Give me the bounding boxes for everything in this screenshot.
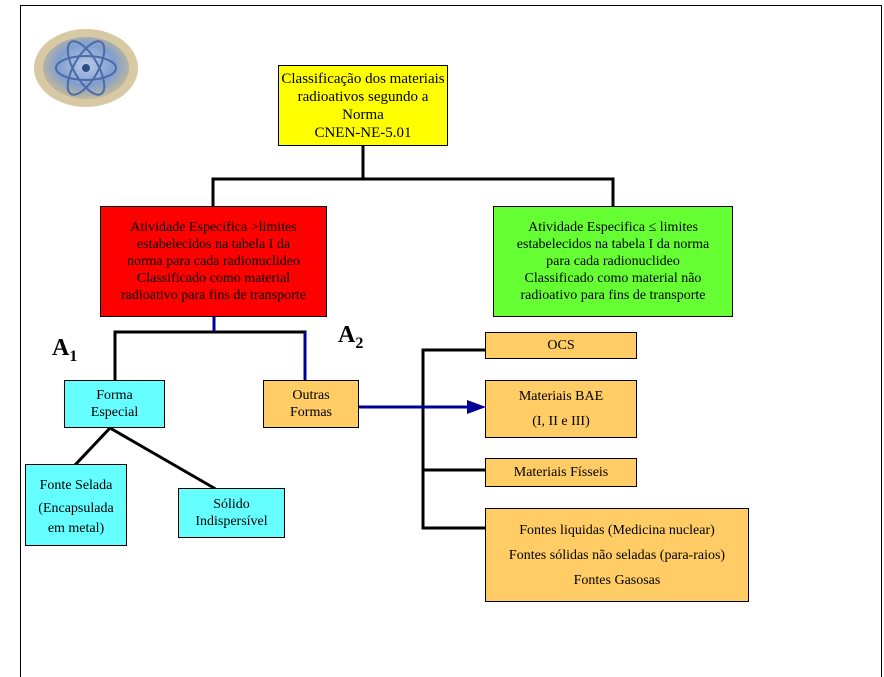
materiais-fisseis-box: Materiais Físseis xyxy=(485,458,637,487)
a2-subscript: 2 xyxy=(355,335,364,352)
slide-frame xyxy=(20,5,882,677)
above-limits-box: Atividade Especifica >limites estabeleci… xyxy=(100,206,327,317)
fontes-box: Fontes liquidas (Medicina nuclear) Fonte… xyxy=(485,508,749,602)
outras-formas-line: Outras xyxy=(292,388,330,403)
root-line: CNEN-NE-5.01 xyxy=(314,124,412,141)
cnen-seal-icon xyxy=(34,29,138,107)
fonte-selada-line: em metal) xyxy=(47,520,105,536)
outras-formas-line: Formas xyxy=(290,405,332,420)
root-line: Classificação dos materiais xyxy=(281,70,445,87)
forma-especial-line: Especial xyxy=(90,405,139,420)
solido-indispersivel-box: Sólido Indispersível xyxy=(178,488,285,538)
above-limits-line: norma para cada radionuclideo xyxy=(127,254,300,269)
a1-letter: A xyxy=(52,335,70,361)
ocs-box: OCS xyxy=(485,332,637,359)
fontes-line: Fontes liquidas (Medicina nuclear) xyxy=(519,522,715,538)
fonte-selada-line: Fonte Selada xyxy=(39,477,113,493)
below-limits-line: para cada radionuclideo xyxy=(546,254,680,269)
below-limits-box: Atividade Especifica ≤ limites estabelec… xyxy=(493,206,733,317)
root-classification-box: Classificação dos materiais radioativos … xyxy=(278,65,448,146)
a2-letter: A xyxy=(338,322,356,348)
fonte-selada-line: (Encapsulada xyxy=(38,500,114,516)
above-limits-line: Classificado como material xyxy=(136,271,291,286)
above-limits-line: radioativo para fins de transporte xyxy=(120,288,307,303)
outras-formas-box: Outras Formas xyxy=(263,380,359,428)
forma-especial-line: Forma xyxy=(96,388,133,403)
materiais-bae-box: Materiais BAE (I, II e III) xyxy=(485,380,637,438)
fontes-line: Fontes sólidas não seladas (para-raios) xyxy=(508,547,726,563)
above-limits-line: Atividade Especifica >limites xyxy=(130,220,297,235)
ocs-label: OCS xyxy=(547,338,575,353)
below-limits-line: estabelecidos na tabela I da norma xyxy=(516,237,710,252)
root-line: radioativos segundo a Norma xyxy=(297,88,429,123)
solido-line: Indispersível xyxy=(195,514,268,529)
solido-line: Sólido xyxy=(213,497,250,512)
below-limits-line: Atividade Especifica ≤ limites xyxy=(528,220,698,235)
above-limits-line: estabelecidos na tabela I da xyxy=(136,237,291,252)
a1-subscript: 1 xyxy=(69,348,78,365)
forma-especial-box: Forma Especial xyxy=(64,380,165,428)
materiais-fisseis-label: Materiais Físseis xyxy=(513,465,609,480)
materiais-bae-line: Materiais BAE xyxy=(518,389,604,404)
a2-label: A2 xyxy=(338,322,363,353)
below-limits-line: radioativo para fins de transporte xyxy=(520,288,706,303)
fontes-line: Fontes Gasosas xyxy=(573,572,661,588)
materiais-bae-line: (I, II e III) xyxy=(532,414,590,429)
below-limits-line: Classificado como material não xyxy=(524,271,702,286)
a1-label: A1 xyxy=(52,335,77,366)
fonte-selada-box: Fonte Selada (Encapsulada em metal) xyxy=(25,464,127,546)
